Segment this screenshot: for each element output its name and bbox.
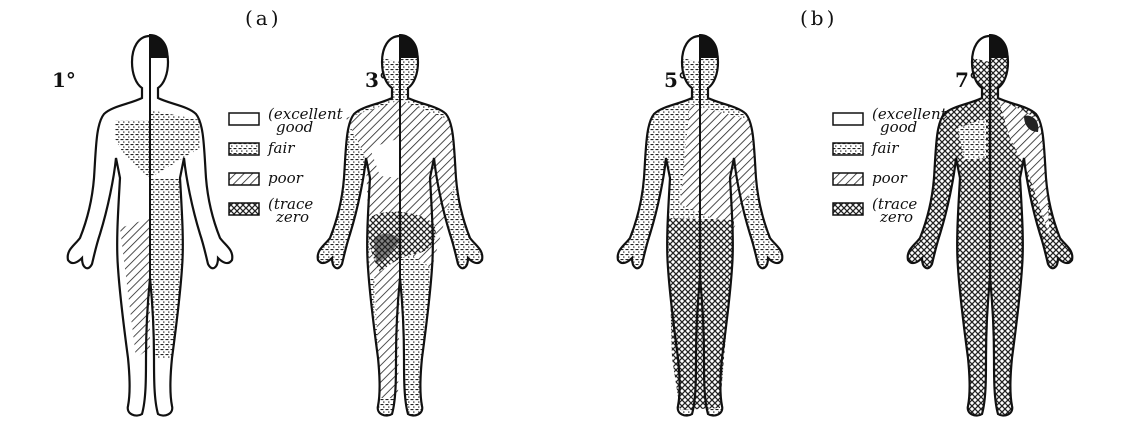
legend-label-fair: fair	[872, 142, 898, 155]
swatch-cross	[832, 202, 864, 216]
legend-item-fair: fair	[832, 142, 972, 172]
body-figure-5	[610, 28, 790, 420]
body-figure-1	[60, 28, 240, 420]
swatch-hatch	[832, 172, 864, 186]
legend-label-poor: poor	[268, 172, 303, 185]
panel-label-a: (a)	[245, 6, 282, 30]
swatch-hatch	[228, 172, 260, 186]
legend-label-poor: poor	[872, 172, 907, 185]
legend-label-fair: fair	[268, 142, 294, 155]
panel-label-b: (b)	[800, 6, 837, 30]
swatch-white	[832, 112, 864, 126]
swatch-white	[228, 112, 260, 126]
legend-item-fair: fair	[228, 142, 368, 172]
swatch-dots	[228, 142, 260, 156]
swatch-cross	[228, 202, 260, 216]
swatch-dots	[832, 142, 864, 156]
